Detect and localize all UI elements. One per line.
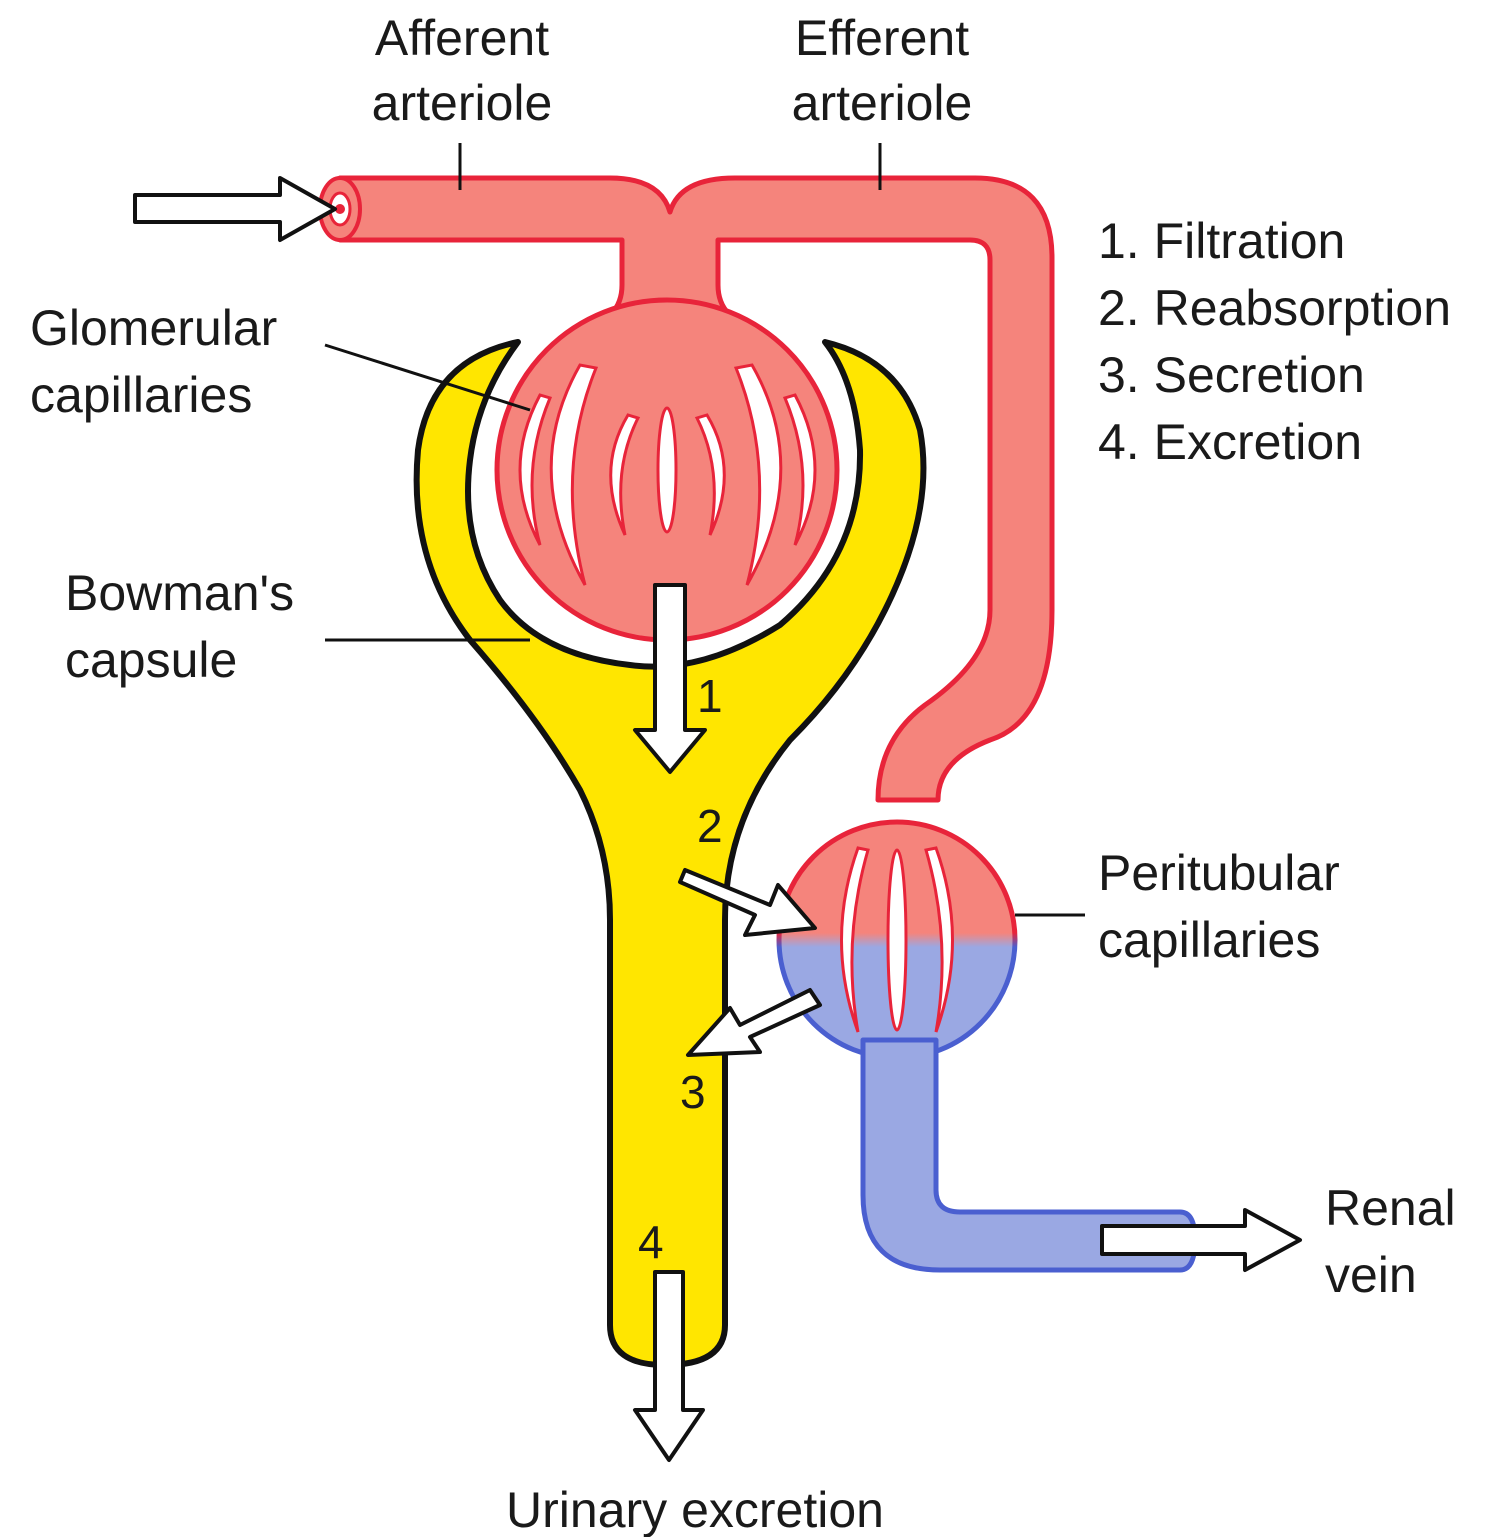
glomerular-label-1: Glomerular — [30, 300, 277, 356]
step-number-3: 3 — [680, 1066, 706, 1118]
renal-vein-label-1: Renal — [1325, 1180, 1456, 1236]
inflow-arrow — [135, 178, 335, 240]
bowman-label-2: capsule — [65, 632, 237, 688]
legend-item-excretion: 4. Excretion — [1098, 414, 1362, 470]
efferent-label-1: Efferent — [795, 10, 969, 66]
peritubular-label-2: capillaries — [1098, 912, 1320, 968]
step-number-1: 1 — [697, 670, 723, 722]
bowman-label-1: Bowman's — [65, 565, 294, 621]
urinary-excretion-label: Urinary excretion — [506, 1482, 884, 1537]
afferent-label-2: arteriole — [372, 75, 553, 131]
legend-item-filtration: 1. Filtration — [1098, 213, 1345, 269]
step-number-2: 2 — [697, 800, 723, 852]
glomerular-label-2: capillaries — [30, 367, 252, 423]
peritubular-label-1: Peritubular — [1098, 845, 1340, 901]
legend-item-secretion: 3. Secretion — [1098, 347, 1365, 403]
step-number-4: 4 — [638, 1216, 664, 1268]
afferent-label-1: Afferent — [375, 10, 549, 66]
renal-vein-label-2: vein — [1325, 1247, 1417, 1303]
peritubular-capillaries — [779, 822, 1015, 1058]
legend-item-reabsorption: 2. Reabsorption — [1098, 280, 1451, 336]
efferent-label-2: arteriole — [792, 75, 973, 131]
